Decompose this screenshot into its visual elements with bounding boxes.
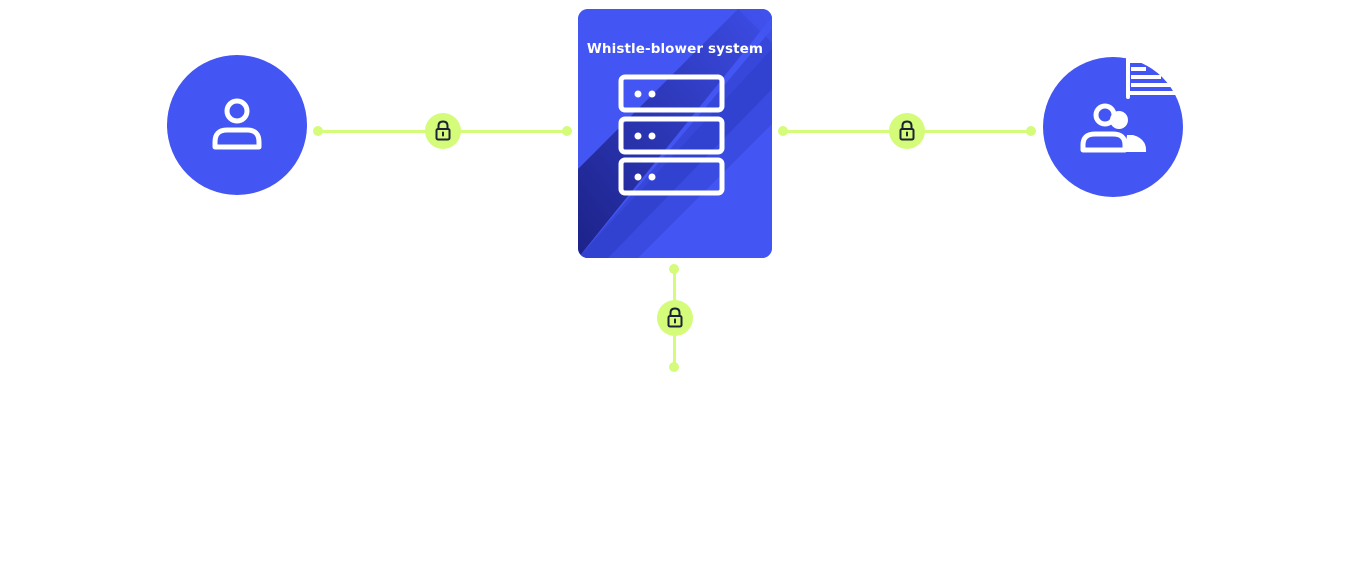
connector-endpoint [313,126,323,136]
connector-endpoint [669,362,679,372]
lock-icon [899,120,915,141]
lock-badge [425,113,461,149]
lock-badge [889,113,925,149]
connector-endpoint [562,126,572,136]
user-group-flag-icon [1080,57,1178,153]
server-stack-icon [618,74,725,196]
lock-icon [667,307,683,328]
connector-endpoint [1026,126,1036,136]
lock-badge [657,300,693,336]
case-handlers-node [1043,57,1183,197]
connector-endpoint [669,264,679,274]
user-icon [212,98,262,150]
lock-icon [435,120,451,141]
whistleblower-system-card: Whistle-blower system [578,9,772,258]
server-title: Whistle-blower system [586,41,764,57]
reporter-node [167,55,307,195]
connector-endpoint [778,126,788,136]
